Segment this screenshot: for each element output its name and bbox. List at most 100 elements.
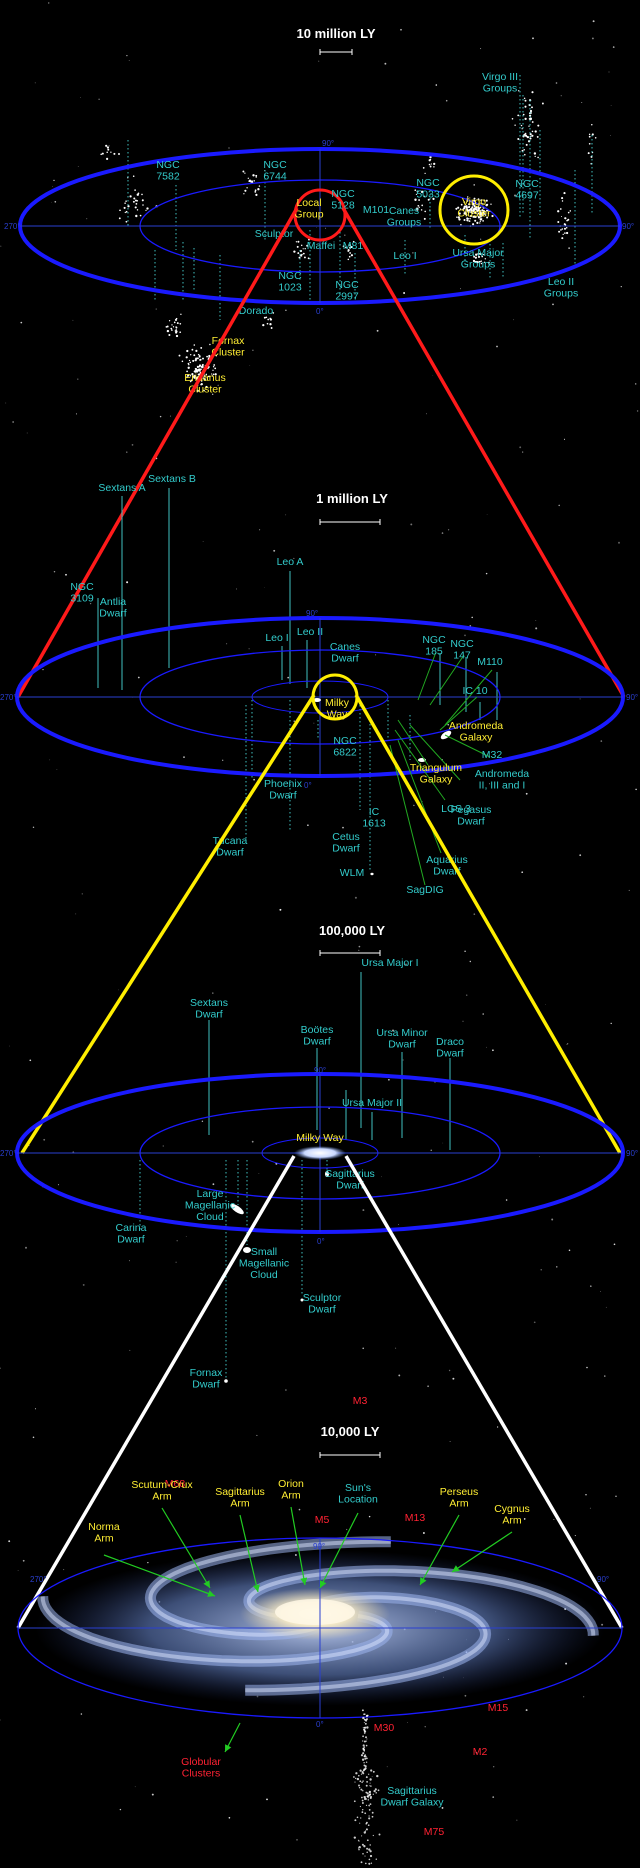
label-sextans-a: Sextans A <box>98 482 145 494</box>
galactic-core <box>275 1599 355 1625</box>
label-ursa-major-i: Ursa Major I <box>361 957 418 969</box>
label-m101: M101 <box>363 204 389 216</box>
sculptor-dwarf-blob <box>300 1298 304 1302</box>
svg-text:0°: 0° <box>317 1237 325 1246</box>
label-sextans-b: Sextans B <box>148 473 196 485</box>
virgo-cluster-highlight <box>438 174 510 246</box>
label-m32: M32 <box>482 749 503 761</box>
scale-bar <box>319 1452 381 1458</box>
label-sculptor: Sculptor <box>255 228 294 240</box>
label-m3: M3 <box>353 1395 368 1407</box>
label-leo-a: Leo A <box>277 556 304 568</box>
label-m81: M81 <box>343 240 364 252</box>
label-leo-i: Leo I <box>265 632 288 644</box>
scale-bar <box>319 519 381 525</box>
label-m13: M13 <box>405 1512 426 1524</box>
svg-text:90°: 90° <box>306 609 318 618</box>
svg-text:0°: 0° <box>304 781 312 790</box>
svg-text:90°: 90° <box>622 222 634 231</box>
scale-bar <box>319 49 353 55</box>
panel-title: 1 million LY <box>316 491 388 506</box>
sagittarius-dwarf-blob <box>325 1171 329 1177</box>
drop-lines <box>127 75 593 320</box>
label-ursa-major-ii: Ursa Major II <box>342 1097 402 1109</box>
cluster-dots <box>100 90 597 395</box>
scale-bar <box>319 950 381 956</box>
smc-blob <box>243 1247 251 1253</box>
svg-text:0°: 0° <box>316 1720 324 1729</box>
svg-text:270°: 270° <box>4 222 21 231</box>
satellite-blobs <box>224 1171 329 1383</box>
panel-title: 10 million LY <box>297 26 376 41</box>
pointer-lines <box>389 651 493 886</box>
drop-lines <box>97 488 498 870</box>
pointer-arrows <box>103 1506 513 1753</box>
panel-title: 10,000 LY <box>321 1424 380 1439</box>
zoom-cone-white <box>16 1155 624 1629</box>
degree-labels: 90° 270° 90° 0° <box>30 1542 609 1729</box>
label-ic10: IC 10 <box>462 685 487 697</box>
zoom-cone-red <box>16 207 626 698</box>
panel-title: 100,000 LY <box>319 923 385 938</box>
lmc-blob <box>230 1203 244 1215</box>
degree-labels: 90° 270° 90° 0° <box>0 1066 638 1246</box>
label-lgs3: LGS 3 <box>441 803 471 815</box>
svg-text:90°: 90° <box>313 1542 325 1551</box>
degree-labels: 90° 270° 90° 0° <box>4 139 634 316</box>
zoom-cone-yellow <box>20 694 622 1154</box>
label-dorado: Dorado <box>239 305 274 317</box>
label-milky-way-2: Milky Way <box>296 1132 344 1144</box>
panel-1-million-ly: 1 million LY 90° 270° 90° 0° Sextans ASe… <box>0 473 638 896</box>
fornax-dwarf-blob <box>224 1379 228 1383</box>
wlm-blob <box>370 872 374 876</box>
label-m2: M2 <box>473 1746 488 1758</box>
svg-text:0°: 0° <box>316 307 324 316</box>
label-leo-i-group: Leo I <box>393 250 416 262</box>
degree-labels: 90° 270° 90° 0° <box>0 609 638 790</box>
label-maffei: Maffei <box>307 240 335 252</box>
label-sagdig: SagDIG <box>406 884 443 896</box>
